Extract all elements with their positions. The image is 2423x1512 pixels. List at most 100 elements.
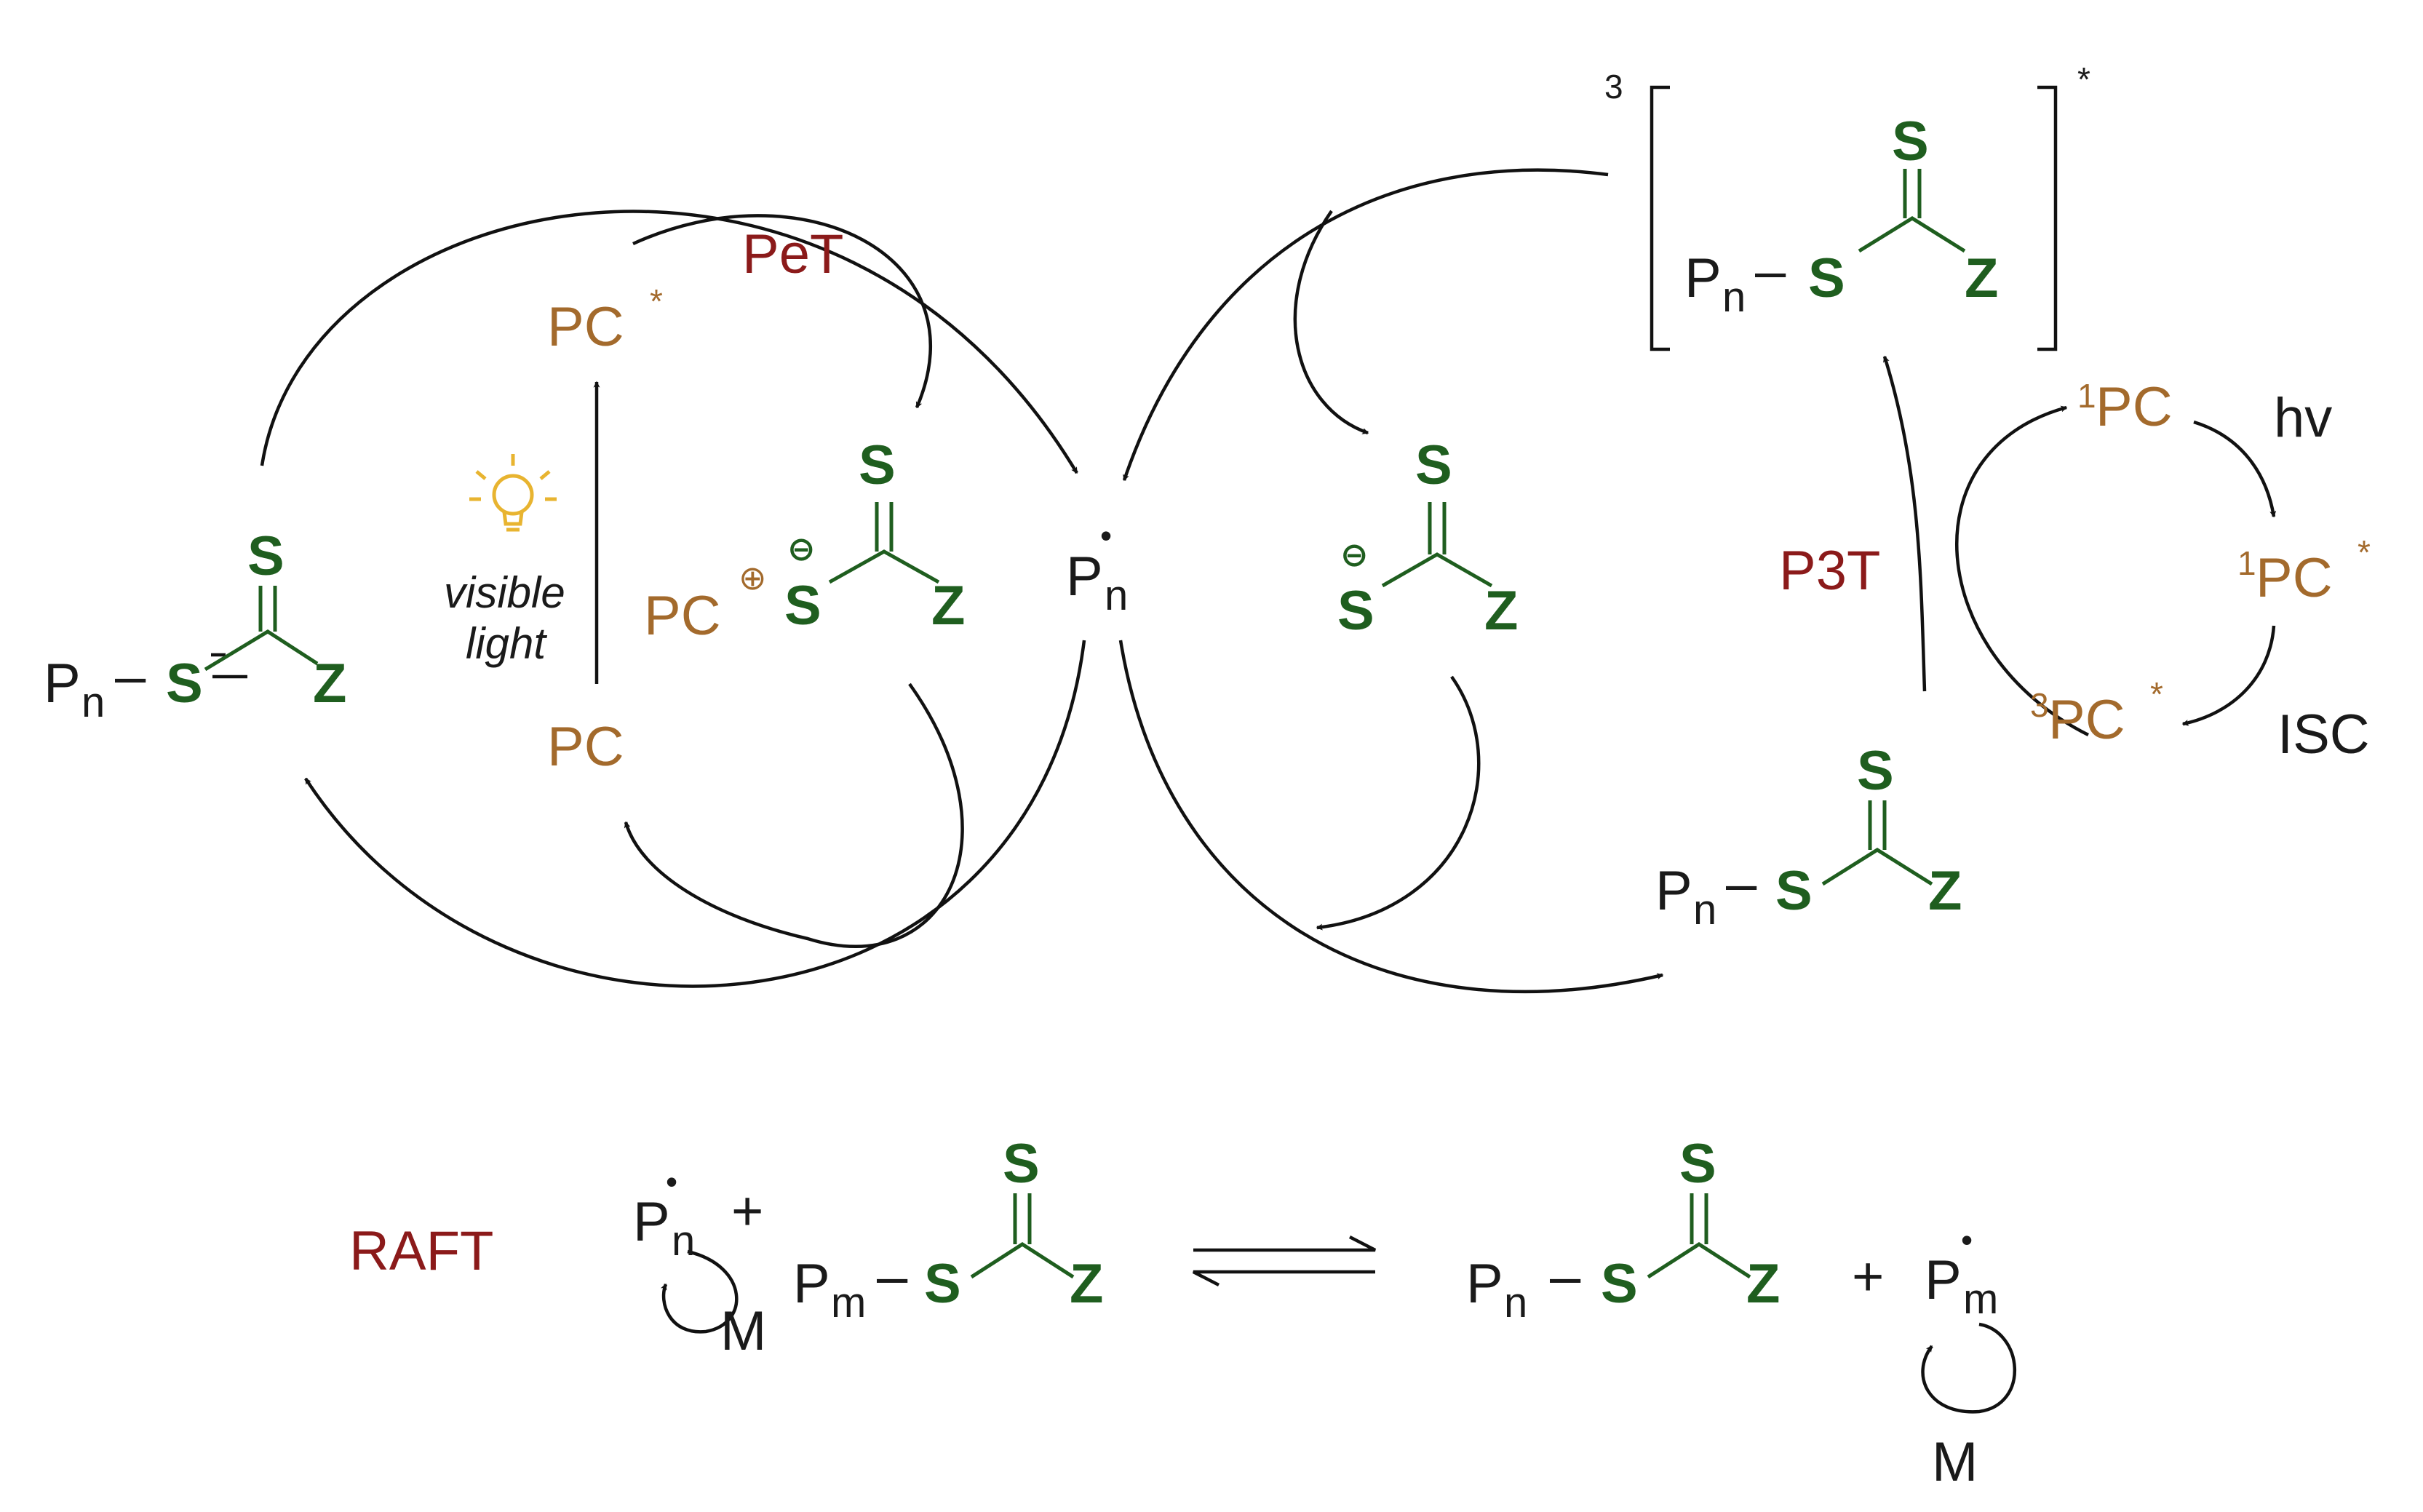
pc-ground: PC <box>547 716 624 778</box>
eq-product-s: S <box>1601 1253 1638 1315</box>
bonds-raft-left-agent <box>970 1193 1075 1279</box>
ion-pair: PC ⊕ S ⊖ S Z <box>644 434 965 647</box>
lower-right-raft-agent: P n – S S Z <box>1655 740 1962 934</box>
lr-agent-s: S <box>1775 860 1813 922</box>
triplet-pc: PC <box>2048 689 2125 751</box>
eq-agent-z: Z <box>1070 1253 1103 1315</box>
eq-radical2-p: P <box>1925 1249 1962 1311</box>
triplet-n-subscript: n <box>1722 274 1746 321</box>
bonds-left-agent <box>211 653 247 679</box>
arrow-ion-pair-to-pc <box>624 683 964 948</box>
pc-star: PC <box>547 296 624 358</box>
anion-s: S <box>1337 580 1374 642</box>
eq-agent-s-top: S <box>1003 1133 1040 1195</box>
arrow-1pc-star-to-3pc-star <box>2181 625 2276 726</box>
arrow-3pc-to-1pc <box>1954 405 2090 737</box>
right-cycle <box>1118 85 2277 994</box>
isc-label: ISC <box>2277 704 2370 765</box>
singlet-star-1-superscript: 1 <box>2237 544 2256 582</box>
agent-z: Z <box>313 653 346 715</box>
singlet-star-pc: PC <box>2256 547 2333 609</box>
lr-agent-p: P <box>1655 860 1692 922</box>
propagation-loop-right <box>1921 1322 2016 1414</box>
photocatalyst-labels: PC * PC PeT visible light <box>444 223 843 778</box>
bracket-left <box>1650 85 1670 351</box>
triplet-dash: – <box>1755 240 1786 302</box>
agent-dash: – <box>115 645 146 707</box>
pet-label: PeT <box>742 223 843 285</box>
left-cycle <box>260 210 1086 988</box>
pc-star-asterisk: * <box>650 282 663 320</box>
agent-p: P <box>44 653 81 715</box>
eq-agent-s: S <box>924 1253 961 1315</box>
bonds-ion-pair <box>828 502 940 584</box>
agent-s: S <box>166 653 203 715</box>
ion-pair-plus-charge: ⊕ <box>739 559 767 597</box>
eq-radical2-dot: • <box>1961 1221 1973 1259</box>
lr-agent-z: Z <box>1928 860 1962 922</box>
bonds-raft-right-agent <box>1647 1193 1751 1279</box>
agent-n-subscript: n <box>81 679 105 726</box>
eq-monomer-2: M <box>1932 1431 1978 1493</box>
arrow-to-anion <box>1293 210 1369 435</box>
hv-label: hv <box>2274 387 2332 449</box>
triplet-s: S <box>1808 247 1845 309</box>
bonds-left-agent-double <box>258 586 277 632</box>
radical-p: P <box>1066 546 1103 608</box>
triplet-z: Z <box>1965 247 1998 309</box>
equilibrium-forward <box>1193 1235 1377 1252</box>
left-raft-agent: P n – S S Z <box>44 525 346 726</box>
bond-skeletons <box>204 169 1966 1279</box>
arrow-pc-star-to-ion-pair <box>632 214 933 409</box>
raft-label: RAFT <box>349 1220 493 1282</box>
singlet-star-asterisk: * <box>2358 533 2371 571</box>
eq-plus-1: + <box>731 1180 763 1242</box>
bonds-left-agent-cs <box>204 629 319 672</box>
triplet-3-superscript: 3 <box>2030 686 2049 724</box>
raft-equilibrium <box>660 1235 2016 1414</box>
arc-triplet-to-radical <box>1122 168 1609 482</box>
triplet-s-top: S <box>1892 111 1929 172</box>
triplet-complex: 3 * P n – S S Z <box>1604 60 2090 321</box>
ion-pair-s-top: S <box>859 434 896 496</box>
radical-n-subscript: n <box>1105 572 1128 619</box>
eq-agent-m-subscript: m <box>831 1279 866 1326</box>
bonds-anion <box>1381 502 1493 588</box>
arc-radical-to-raft-agent <box>1118 640 1664 994</box>
eq-agent-dash: – <box>877 1246 908 1308</box>
ion-pair-minus-charge: ⊖ <box>787 530 816 568</box>
eq-plus-2: + <box>1852 1246 1884 1308</box>
bracket-right <box>2037 85 2058 351</box>
arrow-anion-down <box>1316 675 1481 931</box>
eq-radical2-m-subscript: m <box>1963 1276 1998 1323</box>
light-label: light <box>466 619 547 668</box>
agent-s-top: S <box>247 525 285 587</box>
ion-pair-s: S <box>784 575 821 637</box>
bonds-lower-right-agent <box>1821 800 1933 886</box>
bonds-triplet <box>1858 169 1966 253</box>
triplet-p: P <box>1684 247 1722 309</box>
lr-agent-n-subscript: n <box>1693 886 1716 934</box>
arrow-p3t <box>1882 355 1927 692</box>
visible-label: visible <box>444 568 565 617</box>
eq-product-z: Z <box>1746 1253 1780 1315</box>
eq-agent-p: P <box>793 1253 830 1315</box>
eq-product-n-subscript: n <box>1504 1279 1527 1326</box>
light-bulb-icon <box>469 454 557 532</box>
anion-minus-charge: ⊖ <box>1340 536 1369 573</box>
equilibrium-backward <box>1192 1270 1375 1287</box>
propagating-radical: P n • <box>1066 517 1128 619</box>
arrow-1pc-to-1pc-star <box>2193 420 2277 518</box>
pc-sensitization-cycle: 1 PC hv 1 PC * 3 PC * ISC P3T <box>1779 376 2371 765</box>
triplet-superscript-3: 3 <box>1604 68 1623 106</box>
propagation-loop-left <box>660 1249 739 1334</box>
eq-radical-dot: • <box>666 1163 677 1201</box>
singlet-1-superscript: 1 <box>2077 377 2096 415</box>
eq-radical-p: P <box>633 1191 670 1253</box>
thiocarbonyl-anion: S ⊖ S Z <box>1337 434 1518 642</box>
triplet-asterisk: * <box>2077 60 2090 98</box>
eq-product-dash: – <box>1550 1246 1581 1308</box>
lr-agent-s-top: S <box>1857 740 1894 802</box>
raft-equation: RAFT P n • + M P m – S S Z P n – S S Z +… <box>349 1133 1998 1493</box>
